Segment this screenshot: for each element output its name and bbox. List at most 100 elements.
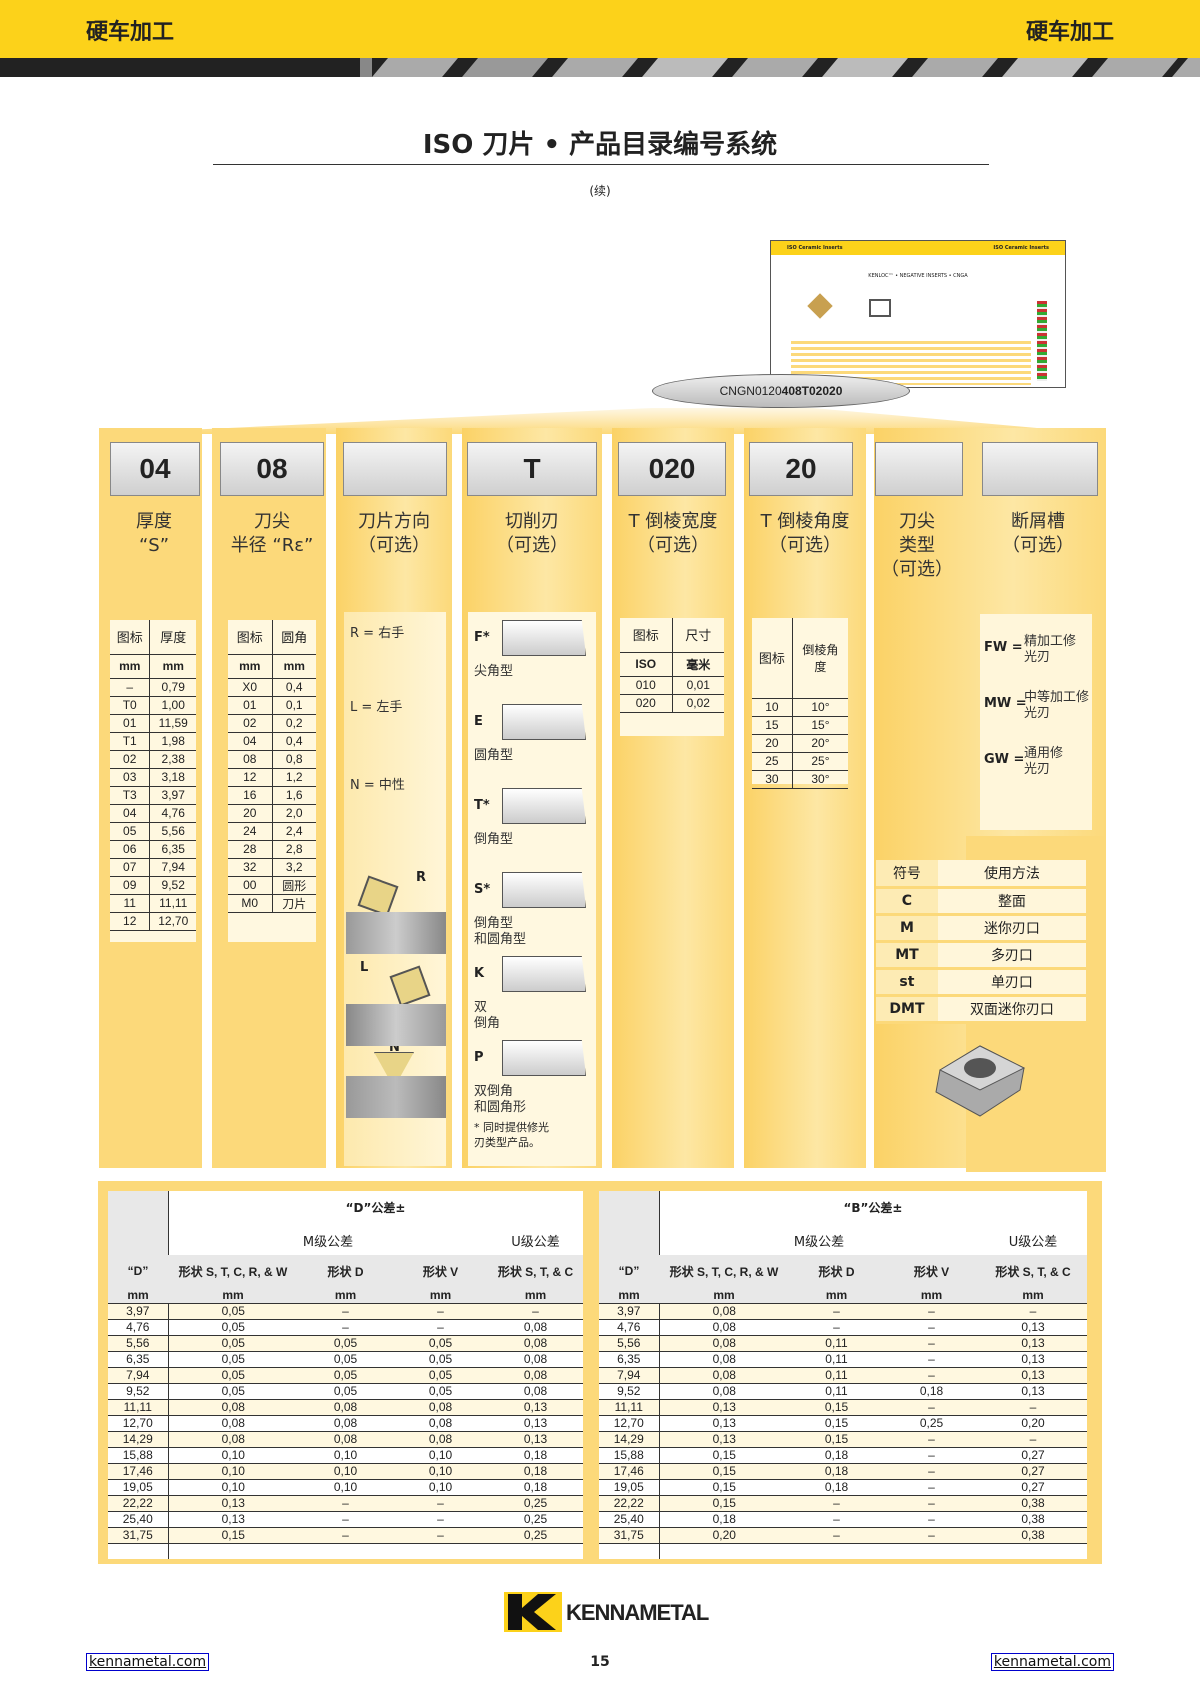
tol-cell: – xyxy=(884,1319,979,1336)
table-cell: 12,70 xyxy=(149,912,196,931)
tol-cell: – xyxy=(979,1399,1087,1416)
tol-cell: – xyxy=(884,1335,979,1352)
tol-cell: 0,08 xyxy=(659,1319,789,1336)
tol-cell: 6,35 xyxy=(108,1351,169,1368)
tol-cell: 0,13 xyxy=(979,1367,1087,1384)
thumb-heading: KENLOC™ • NEGATIVE INSERTS • CNGA xyxy=(868,273,968,279)
col-width xyxy=(612,428,734,1168)
tol-cell: 0,38 xyxy=(979,1527,1087,1544)
code-bold: 408T02020 xyxy=(781,384,843,398)
table-cell: 04 xyxy=(228,732,273,751)
table-cell: 3,2 xyxy=(272,858,316,877)
tol-cell: – xyxy=(884,1351,979,1368)
tol-cell: – xyxy=(884,1463,979,1480)
table-cell: 0,4 xyxy=(272,678,316,697)
tol-cell: 0,10 xyxy=(298,1479,393,1496)
tol-cell: 0,25 xyxy=(884,1415,979,1432)
table-cell: 0,8 xyxy=(272,750,316,769)
tol-cell: 0,10 xyxy=(168,1447,298,1464)
tol-cell: 0,08 xyxy=(393,1415,488,1432)
width-unit: 毫米 xyxy=(672,652,724,677)
header-left: 硬车加工 xyxy=(86,20,175,45)
tol-col-header: 形状 D xyxy=(298,1255,393,1287)
tol-cell: 0,05 xyxy=(168,1335,298,1352)
tol-cell: 0,13 xyxy=(488,1431,583,1448)
table-cell: 02 xyxy=(110,750,151,769)
table-cell: 15° xyxy=(792,716,848,735)
tol-cell: 0,05 xyxy=(298,1383,393,1400)
tol-cell: 0,13 xyxy=(659,1431,789,1448)
edge-code: F* xyxy=(474,630,490,645)
table-cell: 10° xyxy=(792,698,848,717)
tol-cell: – xyxy=(979,1303,1087,1320)
tol-unit: mm xyxy=(599,1287,659,1304)
tol-cell: – xyxy=(789,1527,884,1544)
sym-h1: 符号 xyxy=(876,860,938,889)
tol-cell: – xyxy=(884,1367,979,1384)
tol-cell: – xyxy=(884,1431,979,1448)
footer-link-right[interactable]: kennametal.com xyxy=(990,1653,1114,1671)
table-cell: 1,98 xyxy=(149,732,196,751)
label-width: T 倒棱宽度 （可选） xyxy=(628,511,718,556)
tol-cell: 0,18 xyxy=(789,1479,884,1496)
angle-h2: 倒棱角 度 xyxy=(792,618,848,699)
tol-cell: – xyxy=(884,1527,979,1544)
dir-n-label: N xyxy=(389,1040,400,1055)
table-cell: 24 xyxy=(228,822,273,841)
table-cell: 06 xyxy=(110,840,151,859)
table-cell: 11,11 xyxy=(149,894,196,913)
tol-cell: 5,56 xyxy=(108,1335,169,1352)
code-box-angle: 20 xyxy=(749,442,853,496)
tol-cell: – xyxy=(488,1303,583,1320)
th-h2: 厚度 xyxy=(149,620,196,655)
tol-cell: 17,46 xyxy=(599,1463,660,1480)
symbol-cell: DMT xyxy=(876,995,938,1024)
edge-code: P xyxy=(474,1050,484,1065)
footer-link-left[interactable]: kennametal.com xyxy=(86,1653,210,1671)
table-cell: 20° xyxy=(792,734,848,753)
code-ellipse: CNGN0120408T02020 xyxy=(652,374,910,408)
tol-col-header: 形状 S, T, C, R, & W xyxy=(659,1255,789,1287)
table-cell: 1,00 xyxy=(149,696,196,715)
table-cell: 25° xyxy=(792,752,848,771)
tol-cell: 0,08 xyxy=(393,1431,488,1448)
edge-profile-icon xyxy=(502,620,586,656)
table-cell: 10 xyxy=(752,698,793,717)
tol-cell: – xyxy=(979,1431,1087,1448)
table-cell: 25 xyxy=(752,752,793,771)
tol-cell: 0,08 xyxy=(168,1431,298,1448)
tol-cell: 0,13 xyxy=(979,1335,1087,1352)
tol-cell: 31,75 xyxy=(108,1527,169,1544)
tol-cell: 0,08 xyxy=(659,1335,789,1352)
table-cell: T3 xyxy=(110,786,151,805)
table-cell: 09 xyxy=(110,876,151,895)
chip-label: 精加工修 光刃 xyxy=(1024,634,1077,665)
tol-cell: – xyxy=(298,1527,393,1544)
tol-unit: mm xyxy=(659,1287,789,1304)
tol-cell: 12,70 xyxy=(599,1415,660,1432)
tol-cell: – xyxy=(884,1447,979,1464)
table-cell: 00 xyxy=(228,876,273,895)
edge-code: K xyxy=(474,966,485,981)
table-cell: 04 xyxy=(110,804,151,823)
tol-cell: 0,08 xyxy=(659,1367,789,1384)
